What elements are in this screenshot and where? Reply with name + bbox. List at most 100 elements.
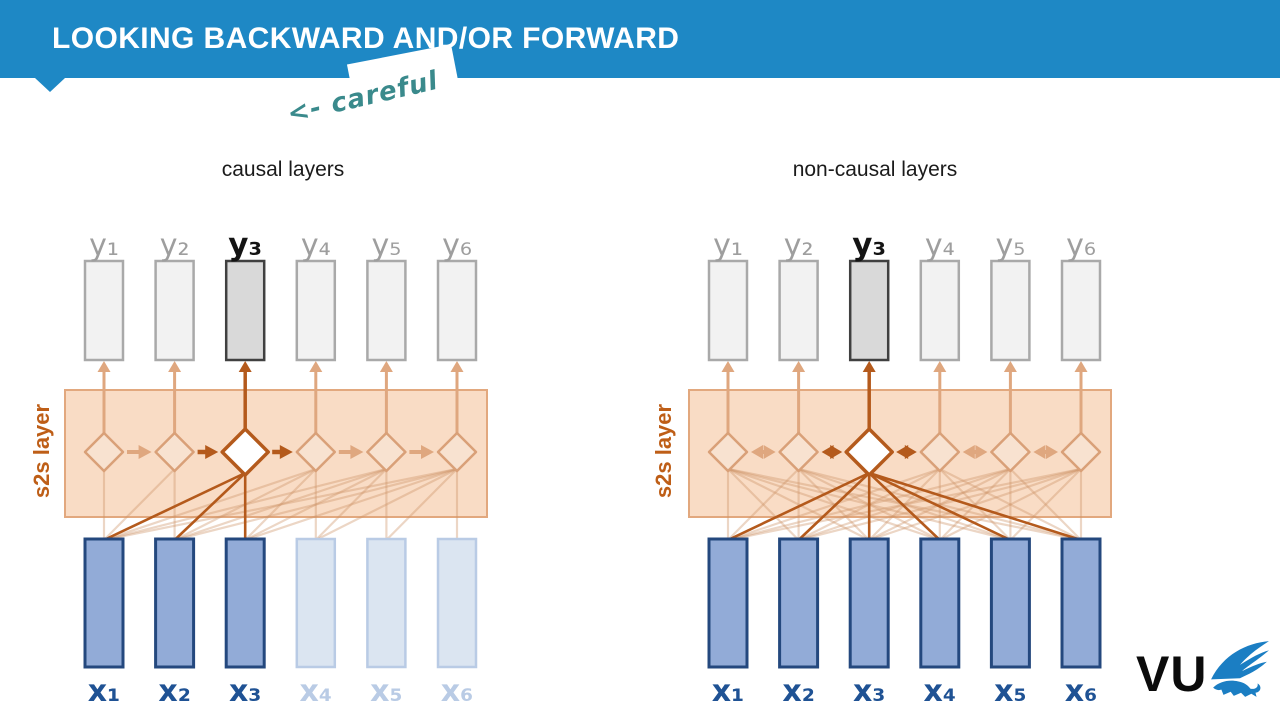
connection-line — [103, 467, 317, 542]
input-box — [919, 537, 961, 669]
connection-line — [727, 467, 941, 542]
connection-line — [798, 467, 1011, 542]
output-arrowhead — [450, 361, 464, 372]
connection-line — [1009, 468, 1082, 541]
connection-line — [103, 468, 176, 541]
output-box — [366, 259, 407, 362]
output-label: y₃ — [228, 227, 262, 263]
s2s-unit-diamond — [707, 431, 749, 473]
connection-line — [798, 467, 1082, 542]
connection-line — [939, 468, 1082, 541]
s2s-unit-diamond — [778, 431, 819, 473]
connection-line — [868, 467, 1082, 542]
output-label: y₂ — [784, 228, 814, 263]
slide-title: LOOKING BACKWARD AND/OR FORWARD — [52, 22, 680, 55]
s2s-layer-label-left: s2s layer — [29, 403, 54, 499]
output-arrowhead — [1074, 361, 1088, 372]
recurrence-arrowhead — [279, 445, 293, 459]
s2s-unit-diamond — [220, 427, 270, 477]
input-label: x₁ — [88, 674, 121, 709]
recurrence-arrowhead — [830, 445, 843, 459]
connection-line-active — [173, 472, 247, 541]
connection-line — [727, 468, 800, 541]
s2s-unit-diamond — [295, 431, 337, 473]
output-arrowhead — [379, 361, 393, 372]
output-box — [224, 259, 266, 362]
output-box — [436, 259, 478, 362]
input-box — [224, 537, 266, 669]
output-label: y₁ — [89, 228, 119, 263]
s2s-unit-diamond — [844, 427, 894, 477]
connection-line-active — [868, 472, 941, 541]
connection-line — [315, 468, 458, 541]
output-arrowhead — [238, 361, 252, 372]
connection-line — [939, 468, 1012, 541]
output-box — [848, 259, 890, 362]
output-box — [295, 259, 337, 362]
connection-line-active — [797, 472, 871, 541]
output-label: y₂ — [160, 228, 190, 263]
output-arrowhead — [97, 361, 111, 372]
connection-line-active — [103, 471, 246, 542]
title-bar-notch — [35, 78, 65, 92]
connection-line — [244, 468, 387, 541]
output-label: y₃ — [852, 227, 886, 263]
s2s-unit-diamond — [990, 431, 1031, 473]
output-label: y₆ — [1066, 228, 1096, 263]
input-label: x₂ — [782, 674, 815, 709]
s2s-unit-diamond — [919, 431, 961, 473]
input-box — [295, 537, 337, 669]
connection-line — [727, 467, 941, 542]
connection-line — [244, 467, 458, 542]
connection-line — [244, 468, 317, 541]
output-label: y₆ — [442, 228, 472, 263]
recurrence-arrowhead — [975, 445, 988, 459]
connection-line-active — [868, 471, 1082, 542]
connection-line-active — [868, 471, 1011, 542]
output-label: y₄ — [301, 228, 331, 263]
connection-line — [868, 468, 1011, 541]
connection-line — [727, 467, 1082, 542]
connection-line — [798, 467, 1082, 542]
recurrence-arrowhead — [962, 445, 975, 459]
recurrence-arrowhead — [138, 445, 152, 459]
input-label: x₆ — [1065, 674, 1098, 709]
output-box — [707, 259, 749, 362]
connection-line-active — [727, 471, 870, 542]
connection-line — [868, 468, 941, 541]
input-box — [366, 537, 407, 669]
output-box — [154, 259, 195, 362]
recurrence-arrowhead — [1033, 445, 1046, 459]
input-box — [707, 537, 749, 669]
output-box — [778, 259, 819, 362]
output-box — [1060, 259, 1102, 362]
output-arrowhead — [309, 361, 323, 372]
input-label: x₁ — [712, 674, 745, 709]
vu-griffin-icon — [1211, 641, 1270, 697]
title-bar: LOOKING BACKWARD AND/OR FORWARD — [0, 0, 1280, 78]
connection-line — [174, 467, 458, 542]
input-label: x₄ — [300, 674, 333, 709]
recurrence-arrowhead — [904, 445, 917, 459]
input-box — [83, 537, 125, 669]
caption-non-causal: non-causal layers — [792, 158, 958, 181]
input-box — [989, 537, 1031, 669]
output-label: y₁ — [713, 228, 743, 263]
recurrence-arrowhead — [763, 445, 776, 459]
s2s-layer-label-right: s2s layer — [651, 403, 676, 499]
output-arrowhead — [792, 361, 806, 372]
recurrence-arrowhead — [1046, 445, 1058, 459]
recurrence-arrowhead — [751, 445, 763, 459]
connection-line — [103, 467, 458, 542]
vu-logo: VU — [1136, 641, 1271, 702]
input-label: x₆ — [441, 674, 474, 709]
s2s-unit-diamond — [436, 431, 478, 473]
input-box — [154, 537, 196, 669]
connection-line — [798, 467, 1011, 542]
input-box — [778, 537, 820, 669]
s2s-unit-diamond — [154, 431, 195, 473]
caption-causal: causal layers — [221, 158, 345, 181]
